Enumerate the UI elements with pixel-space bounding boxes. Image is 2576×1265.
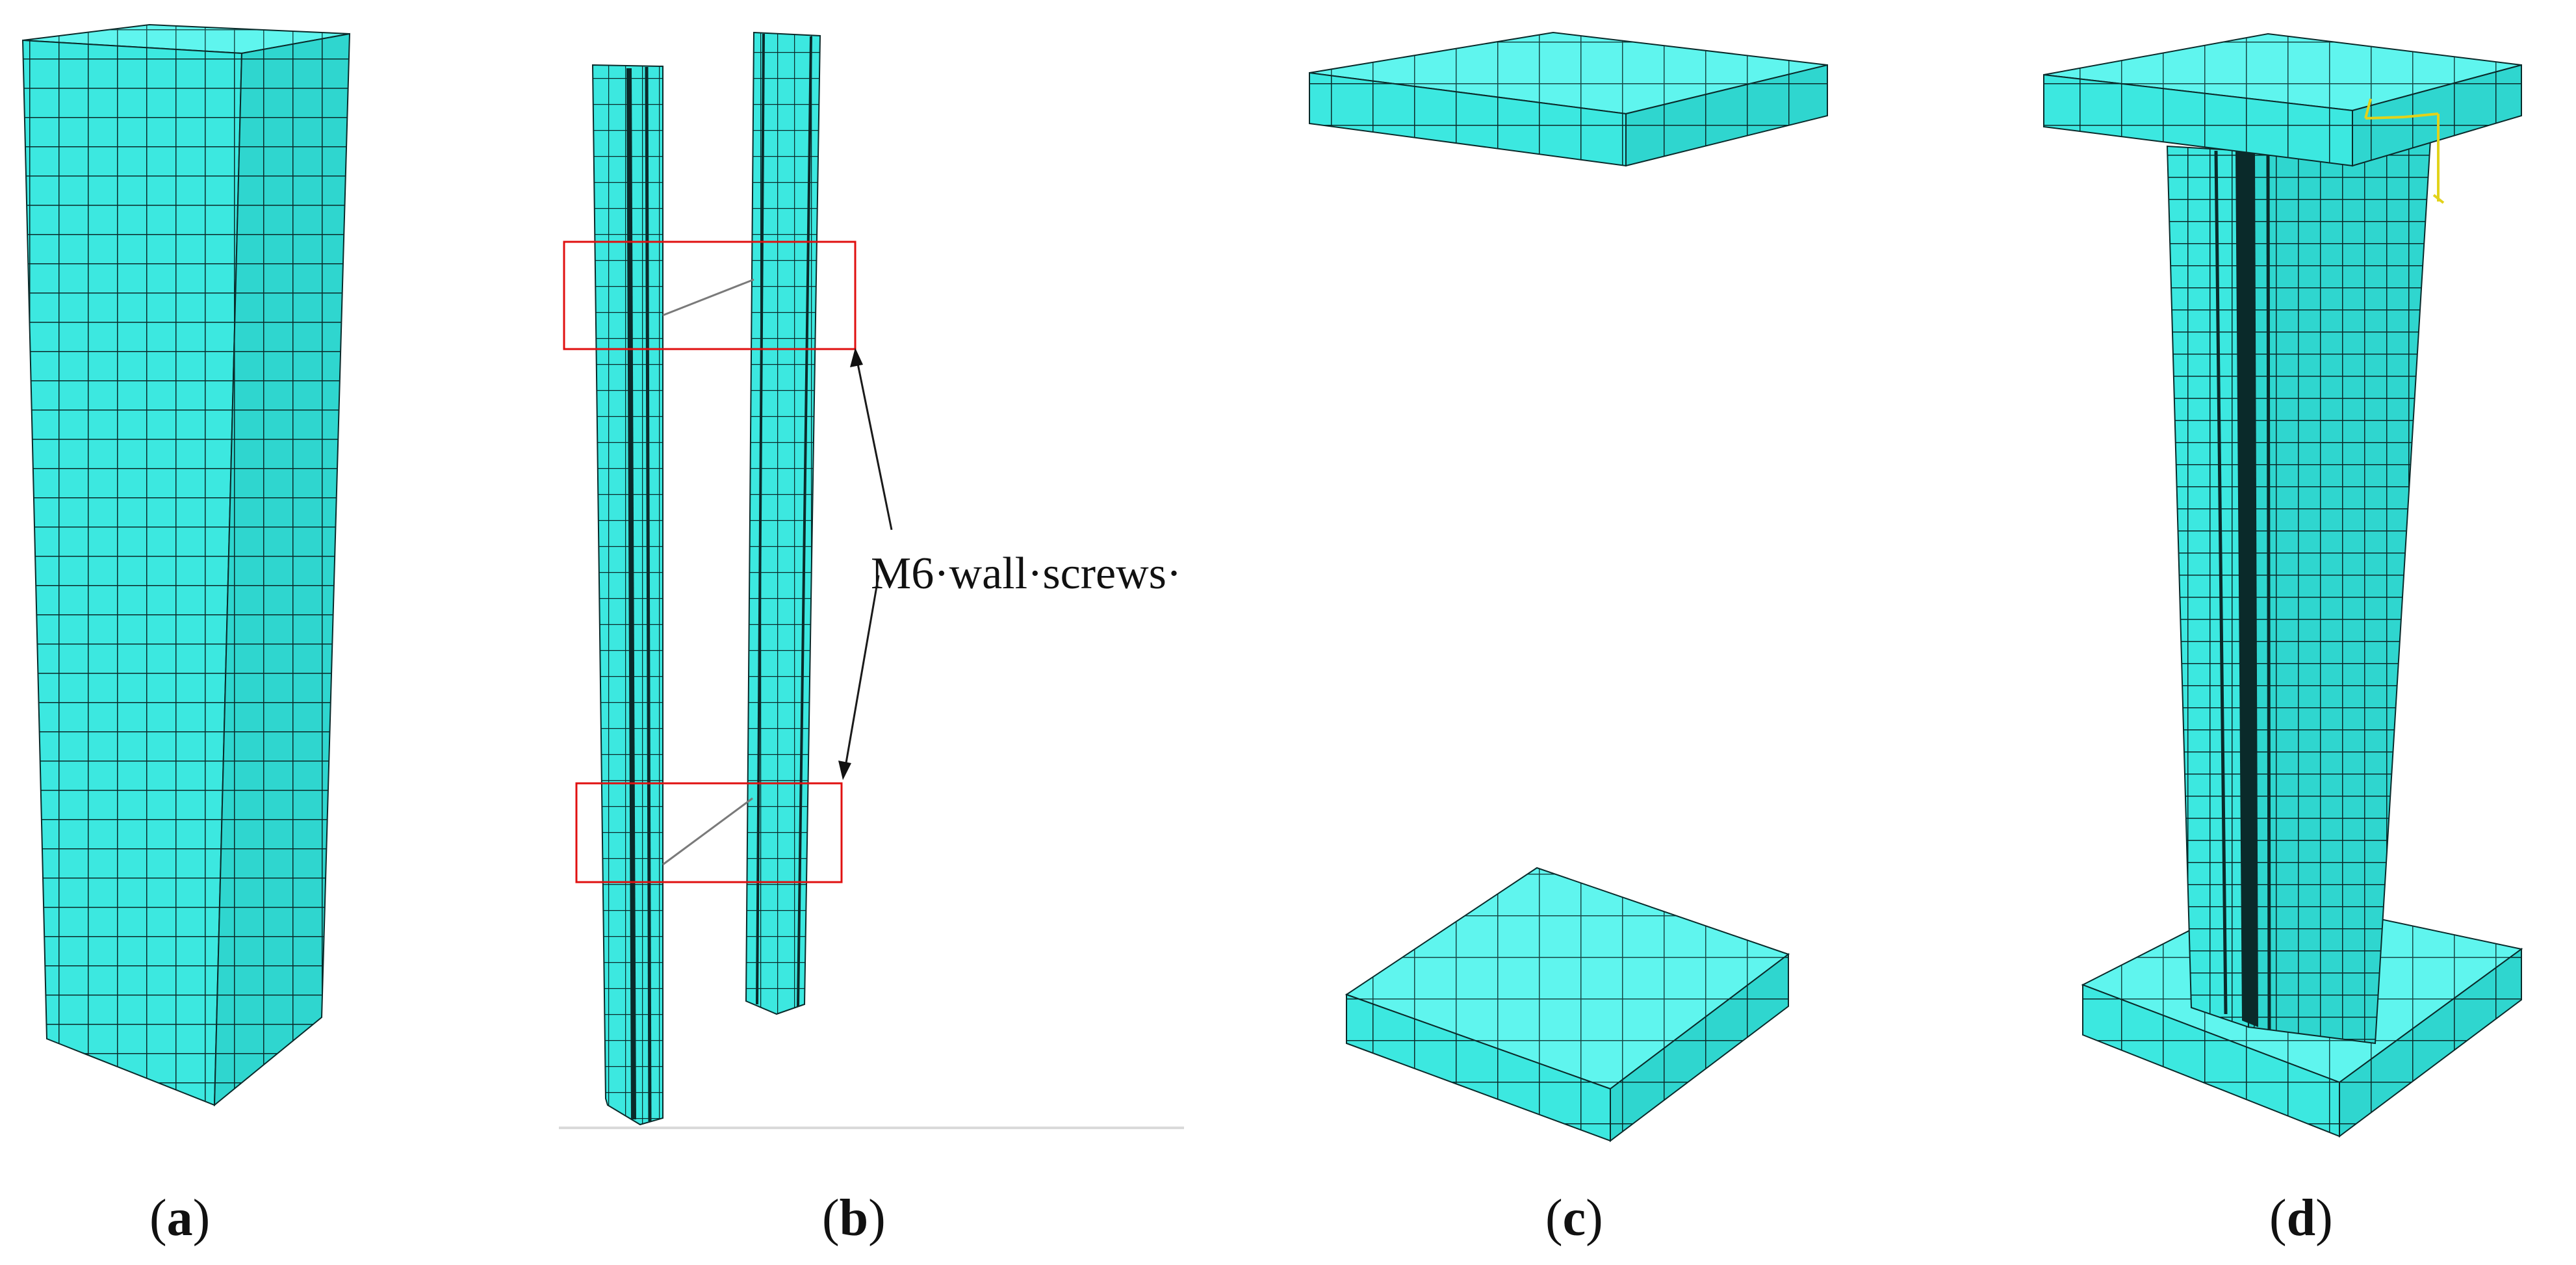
panel-b-channels: M6·wall·screws· xyxy=(559,31,1184,1129)
panel-label-b: (b) xyxy=(822,1190,886,1247)
panel-label-d: (d) xyxy=(2269,1190,2333,1247)
assembly-channel-gap xyxy=(2235,151,2258,1027)
screw-highlight-box-upper xyxy=(563,241,857,350)
annotation-label: M6·wall·screws· xyxy=(871,549,1181,599)
wall-screw-lower xyxy=(662,797,753,866)
panel-a-column xyxy=(21,23,351,1107)
screw-highlight-box-lower xyxy=(575,782,843,883)
panel-d-assembly xyxy=(2043,33,2523,1138)
panel-c-plates xyxy=(1309,31,1828,1143)
panel-label-c: (c) xyxy=(1545,1190,1603,1247)
leader-arrow-lower xyxy=(844,575,880,771)
wall-screw-upper xyxy=(662,278,754,317)
leader-arrow-upper xyxy=(855,357,893,530)
panel-label-a: (a) xyxy=(149,1190,210,1247)
coordinate-axes-icon xyxy=(2364,98,2445,204)
